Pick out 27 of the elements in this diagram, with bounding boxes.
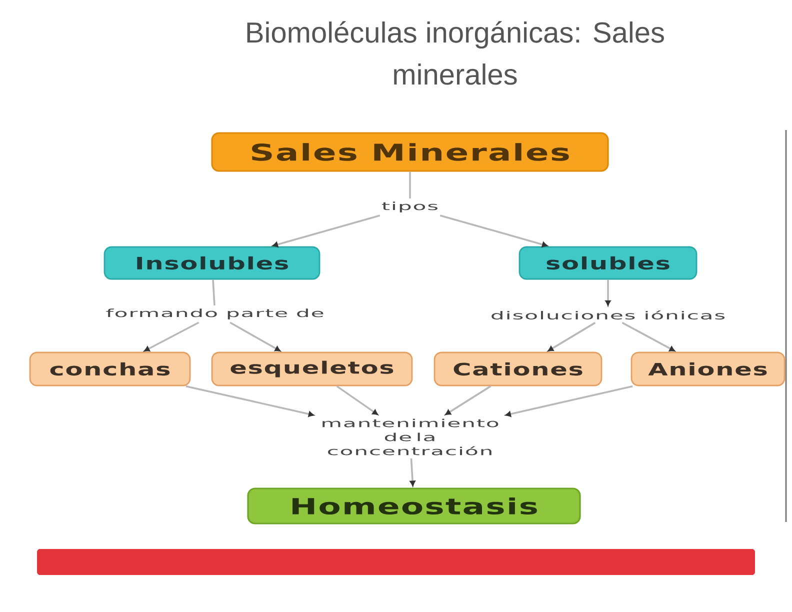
- linking-phrase: mantenimiento de la concentración: [310, 416, 510, 458]
- arrow: [230, 322, 280, 352]
- concept-box: solubles: [518, 246, 698, 280]
- connector-line: [409, 172, 411, 198]
- linking-phrase: formando parte de: [102, 306, 328, 322]
- arrow: [505, 385, 633, 417]
- concept-box: Aniones: [630, 352, 786, 386]
- concept-box: conchas: [29, 352, 191, 386]
- arrow: [144, 322, 200, 352]
- arrow: [622, 322, 675, 352]
- arrow: [272, 214, 380, 248]
- arrow: [336, 385, 378, 415]
- title: Biomoléculas inorgánicas: Sales minerales: [247, 21, 664, 85]
- concept-box: esqueletos: [211, 352, 413, 386]
- concept-box: Sales Minerales: [211, 132, 609, 172]
- linking-phrase: tipos: [378, 198, 442, 216]
- concept-box: Cationes: [434, 352, 602, 386]
- concept-box: Homeostasis: [247, 488, 581, 524]
- connector-line: [212, 280, 216, 306]
- arrow: [548, 322, 596, 352]
- concept-box: Insolubles: [104, 246, 320, 280]
- arrow: [445, 385, 492, 416]
- linking-phrase: disoluciones iónicas: [487, 308, 729, 322]
- arrow: [440, 214, 548, 248]
- arrow: [410, 458, 416, 486]
- arrow: [186, 385, 314, 417]
- arrow: [605, 280, 611, 306]
